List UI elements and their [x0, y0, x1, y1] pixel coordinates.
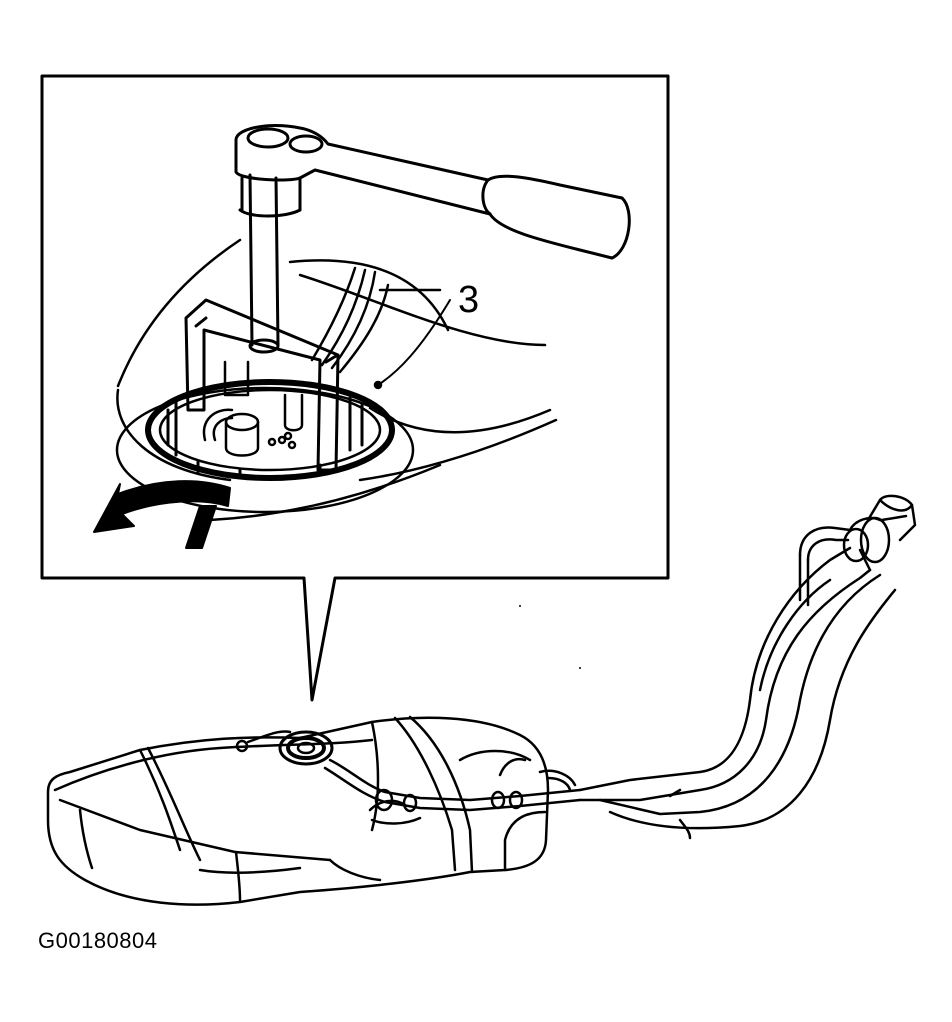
detail-inset: 3	[40, 74, 670, 702]
lock-ring-tabs	[166, 396, 364, 480]
lock-ring-tool	[184, 298, 340, 472]
inset-frame	[40, 74, 670, 702]
callout-number: 3	[458, 279, 479, 321]
fuel-lines	[323, 758, 582, 825]
ratchet-handle	[234, 124, 631, 260]
ratchet-extension	[238, 173, 302, 354]
pump-module	[202, 360, 304, 457]
direction-arrow	[93, 480, 231, 549]
lock-ring	[145, 379, 395, 481]
callout-leader	[377, 299, 451, 386]
wiring-harness	[310, 266, 442, 374]
fuel-tank-assembly	[46, 494, 917, 906]
pump-opening	[278, 730, 334, 766]
figure-code: G00180804	[38, 928, 158, 953]
filler-neck	[578, 494, 917, 840]
tank-top-contour	[116, 238, 242, 388]
pump-flange-outer	[115, 386, 415, 514]
fuel-tank-body	[46, 716, 550, 906]
